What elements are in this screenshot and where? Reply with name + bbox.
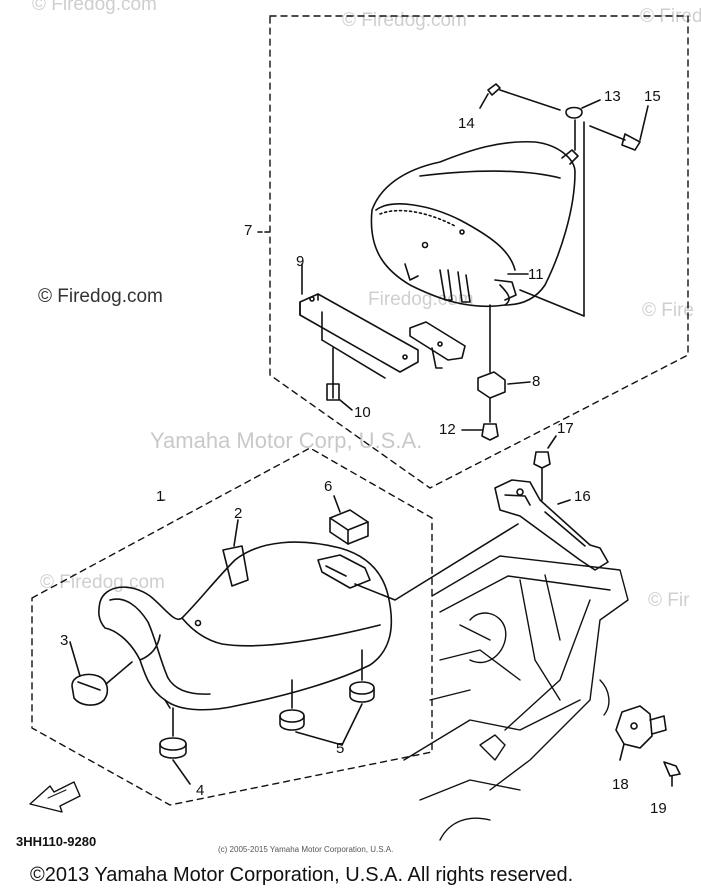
watermark-mid-left: © Firedog.com (38, 286, 163, 307)
part-code: 3HH110-9280 (16, 834, 97, 849)
callout-7: 7 (244, 222, 253, 239)
watermark-lower-right: © Fir (648, 590, 690, 611)
clip-8 (477, 304, 531, 399)
fasteners-13-14-15 (479, 83, 649, 317)
tag-2 (222, 519, 249, 587)
callout-6: 6 (324, 478, 333, 495)
screw-19 (663, 761, 681, 787)
callout-3: 3 (60, 632, 69, 649)
callout-16: 16 (574, 488, 591, 505)
watermark-top-left: © Firedog.com (32, 0, 157, 15)
pad-6 (329, 495, 369, 545)
watermark-brand: Yamaha Motor Corp, U.S.A. (150, 428, 423, 453)
callout-1: 1 (156, 488, 165, 505)
callout-13: 13 (604, 88, 621, 105)
main-seat (98, 523, 519, 711)
rear-seat-cushion (370, 140, 579, 308)
grommet-5b (349, 649, 375, 703)
bolt-12 (461, 397, 499, 441)
callout-2: 2 (234, 505, 243, 522)
bolt-10 (326, 347, 353, 411)
grommet-5a (279, 679, 305, 731)
bolt-17 (533, 435, 557, 501)
callout-11: 11 (528, 266, 544, 283)
callout-19: 19 (650, 800, 667, 817)
callout-14: 14 (458, 115, 475, 132)
watermark-mid-right: © Fire (642, 300, 694, 321)
upper-group-box (269, 15, 689, 489)
callout-17: 17 (557, 420, 574, 437)
seat-bracket-9 (299, 263, 419, 379)
callout-12: 12 (439, 421, 456, 438)
mounting-plate (409, 321, 466, 369)
lower-group-box (31, 447, 433, 806)
front-arrow-icon (29, 781, 81, 813)
frame (403, 555, 629, 841)
callout-15: 15 (644, 88, 661, 105)
callout-5: 5 (336, 740, 345, 757)
callout-4: 4 (196, 782, 205, 799)
knob-3 (69, 641, 133, 706)
hinge-16 (494, 479, 609, 571)
callout-10: 10 (354, 404, 371, 421)
small-copyright: (c) 2005-2015 Yamaha Motor Corporation, … (218, 845, 394, 854)
watermark-mid-center: Firedog.com (368, 289, 474, 310)
callout-18: 18 (612, 776, 629, 793)
lock-18 (615, 705, 667, 761)
footer-copyright: ©2013 Yamaha Motor Corporation, U.S.A. A… (30, 864, 574, 886)
callout-9: 9 (296, 253, 305, 270)
grommet-4 (159, 707, 191, 785)
watermark-top-center: © Firedog.com (342, 10, 467, 31)
callout-8: 8 (532, 373, 541, 390)
